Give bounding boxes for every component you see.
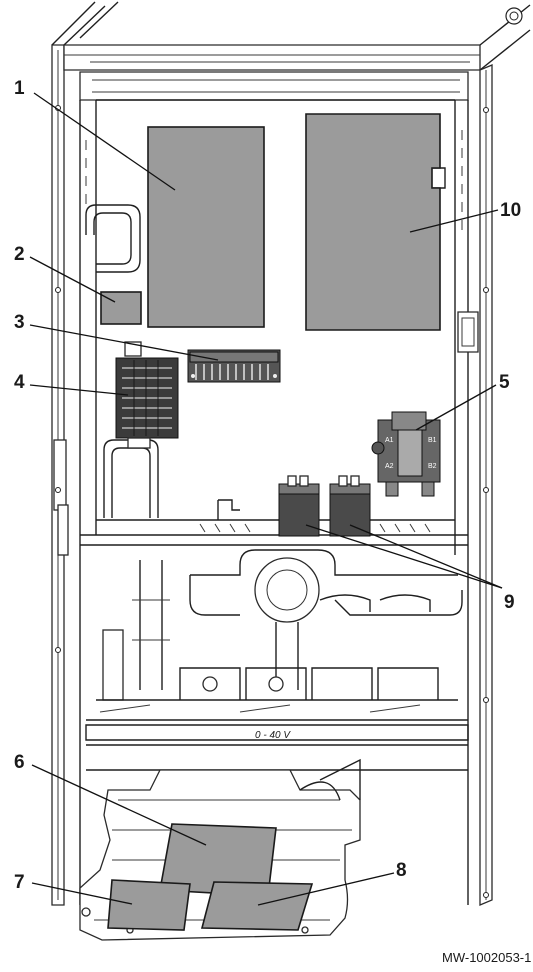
component-1-board <box>147 126 265 328</box>
casing <box>51 1 531 906</box>
leader-7 <box>31 882 133 905</box>
component-2-module <box>100 291 142 325</box>
callout-6: 6 <box>14 752 25 773</box>
svg-text:A1: A1 <box>385 437 394 444</box>
leader-9a <box>305 524 503 589</box>
leader-lines <box>29 92 503 906</box>
leader-9b <box>349 524 503 589</box>
component-10-board <box>305 113 441 331</box>
callout-labels: 1 2 3 4 5 6 7 8 9 10 <box>14 78 521 893</box>
callout-9: 9 <box>504 592 515 613</box>
component-4-terminal-block <box>115 341 179 449</box>
callout-3: 3 <box>14 312 25 333</box>
component-8-board <box>200 881 314 931</box>
callout-8: 8 <box>396 860 407 881</box>
leader-4 <box>29 384 129 396</box>
component-9-capacitors <box>278 475 371 537</box>
callout-4: 4 <box>14 372 25 393</box>
component-7-board <box>107 879 191 931</box>
leader-8 <box>257 872 395 906</box>
leader-3 <box>29 324 219 361</box>
svg-text:B2: B2 <box>428 463 437 470</box>
voltage-marking: 0 - 40 V <box>255 730 291 741</box>
callout-5: 5 <box>499 372 510 393</box>
callout-10: 10 <box>500 200 521 221</box>
svg-text:A2: A2 <box>385 463 394 470</box>
leader-1 <box>33 92 176 191</box>
figure-reference: MW-1002053-1 <box>442 950 531 965</box>
leader-6 <box>31 764 207 846</box>
leader-10 <box>409 209 499 233</box>
callout-2: 2 <box>14 244 25 265</box>
callout-1: 1 <box>14 78 25 99</box>
leader-5 <box>415 384 497 431</box>
control-panel <box>79 758 361 941</box>
callout-7: 7 <box>14 872 25 893</box>
lower-compartment: 0 - 40 V <box>85 549 469 771</box>
svg-text:B1: B1 <box>428 437 437 444</box>
component-5-contactor: A1 A2 B1 B2 <box>371 411 441 497</box>
component-3-terminal-strip <box>187 349 281 383</box>
leader-2 <box>29 256 116 303</box>
